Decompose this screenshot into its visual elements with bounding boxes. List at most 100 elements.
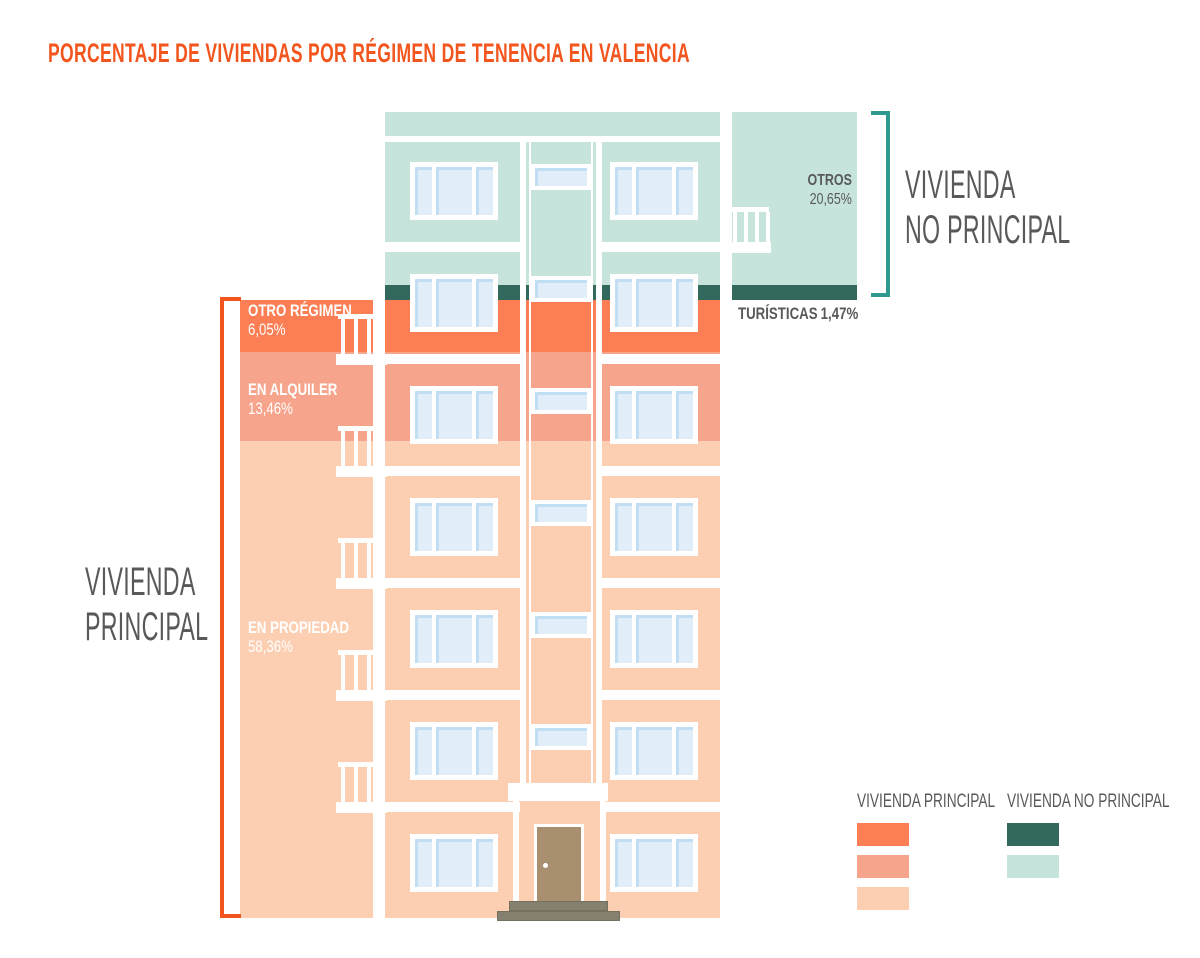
vivienda-no-principal-line2: NO PRINCIPAL	[905, 208, 1071, 252]
window-pane	[475, 503, 494, 551]
turisticas-label: TURÍSTICAS	[738, 304, 818, 323]
window-pane	[675, 279, 694, 327]
door-panel	[537, 827, 581, 901]
window-pane	[535, 392, 587, 410]
window-pane	[615, 839, 633, 887]
window	[410, 274, 498, 332]
window	[610, 274, 698, 332]
balcony-bar	[733, 212, 737, 243]
no-principal-bracket-arm-bottom	[871, 293, 890, 297]
window-pane	[636, 279, 672, 327]
en-propiedad-label: EN PROPIEDAD	[248, 618, 349, 637]
window-pane	[636, 727, 672, 775]
balcony-rail	[338, 426, 385, 431]
window-pane	[535, 728, 587, 746]
vivienda-no-principal-line1: VIVIENDA	[905, 163, 1016, 207]
window-pane	[615, 167, 633, 215]
balcony-rail	[338, 650, 385, 655]
window-pane	[636, 615, 672, 663]
balcony-bar	[380, 431, 384, 466]
entrance-joint-left	[513, 801, 519, 918]
vivienda-principal-line1: VIVIENDA	[85, 560, 196, 604]
floor-slab-line	[385, 578, 520, 588]
window	[410, 722, 498, 780]
window-pane	[475, 727, 494, 775]
stairwell-window	[531, 164, 591, 190]
balcony-bar	[367, 431, 371, 466]
legend-no-principal-title: VIVIENDA NO PRINCIPAL	[1007, 791, 1170, 812]
window-pane	[535, 504, 587, 522]
legend-principal-title: VIVIENDA PRINCIPAL	[857, 791, 996, 812]
balcony-bar	[380, 319, 384, 354]
en-alquiler-value: 13,46%	[248, 399, 293, 418]
entrance-step-top	[509, 901, 608, 911]
no-principal-bracket-line	[886, 111, 890, 297]
floor-slab-line	[385, 690, 520, 700]
floor-slab-line	[602, 802, 720, 812]
floor-slab-line	[385, 466, 520, 476]
principal-bracket-arm-bottom	[220, 914, 241, 918]
window	[610, 722, 698, 780]
window	[610, 610, 698, 668]
window-pane	[615, 727, 633, 775]
en-alquiler-label: EN ALQUILER	[248, 380, 338, 399]
window-pane	[636, 839, 672, 887]
label-turisticas: TURÍSTICAS 1,47%	[738, 304, 892, 324]
window	[610, 162, 698, 220]
window	[610, 834, 698, 892]
group-label-vivienda-no-principal: VIVIENDA NO PRINCIPAL	[905, 163, 1070, 253]
stairwell-window	[531, 724, 591, 750]
balcony-bar	[367, 655, 371, 690]
balcony-rail	[338, 538, 385, 543]
window-pane	[615, 503, 633, 551]
balcony-rail	[338, 762, 385, 767]
window-pane	[675, 615, 694, 663]
window-pane	[615, 615, 633, 663]
roof-parapet-gap	[385, 136, 720, 142]
balcony-rail	[732, 207, 769, 212]
balcony-bar	[744, 212, 748, 243]
window	[410, 498, 498, 556]
entrance-door	[534, 824, 584, 901]
balcony-bar	[354, 767, 358, 802]
entrance-lintel	[508, 783, 608, 801]
window-pane	[675, 391, 694, 439]
balcony-rail	[338, 314, 385, 319]
legend-swatch-en-propiedad	[857, 887, 909, 910]
window-pane	[475, 279, 494, 327]
window-pane	[675, 727, 694, 775]
floor-slab-line	[602, 690, 720, 700]
stairwell-window	[531, 500, 591, 526]
window-pane	[436, 615, 472, 663]
window	[410, 386, 498, 444]
floor-slab-line	[385, 242, 520, 252]
window-pane	[436, 727, 472, 775]
stairwell-window	[531, 388, 591, 414]
window-pane	[615, 391, 633, 439]
window-pane	[535, 168, 587, 186]
window-pane	[415, 615, 433, 663]
label-en-propiedad: EN PROPIEDAD 58,36%	[248, 618, 377, 656]
balcony-bar	[341, 767, 345, 802]
door-knob-icon	[543, 863, 548, 868]
window-pane	[415, 503, 433, 551]
group-label-vivienda-principal: VIVIENDA PRINCIPAL	[85, 560, 208, 650]
page-title-text: PORCENTAJE DE VIVIENDAS POR RÉGIMEN DE T…	[48, 38, 690, 68]
en-propiedad-value: 58,36%	[248, 637, 293, 656]
vivienda-principal-line2: PRINCIPAL	[85, 605, 209, 649]
otros-label: OTROS	[807, 172, 852, 189]
label-otro-regimen: OTRO RÉGIMEN 6,05%	[248, 301, 381, 339]
principal-bracket-arm-top	[220, 297, 241, 301]
balcony-ledge	[336, 354, 387, 365]
principal-bracket-line	[220, 297, 224, 918]
balcony-bar	[380, 767, 384, 802]
balcony-bar	[341, 655, 345, 690]
stairwell-window	[531, 612, 591, 638]
window-pane	[415, 839, 433, 887]
window-pane	[675, 839, 694, 887]
window-pane	[436, 167, 472, 215]
balcony-bar	[755, 212, 759, 243]
balcony-bar	[380, 655, 384, 690]
window-pane	[436, 503, 472, 551]
window-pane	[436, 839, 472, 887]
